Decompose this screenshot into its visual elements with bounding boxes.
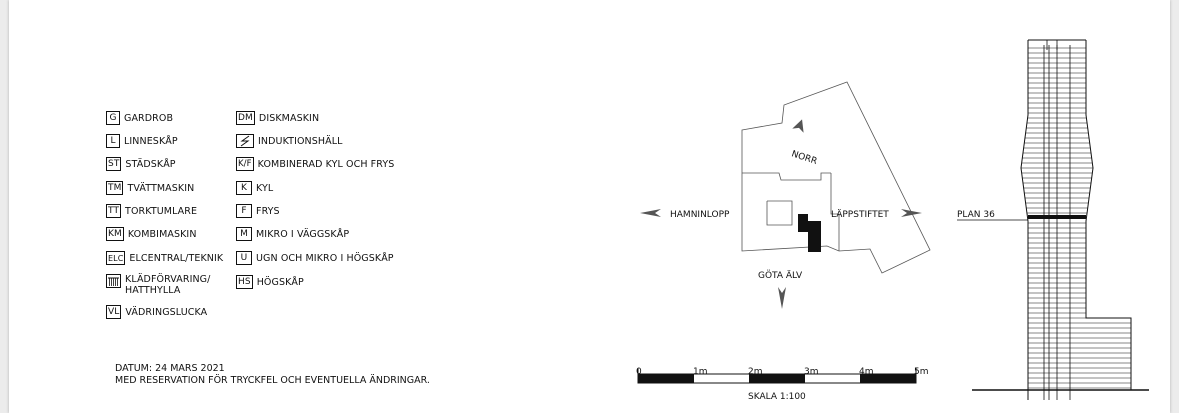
legend-item-diskmaskin: DM DISKMASKIN xyxy=(236,110,319,126)
legend-code: VL xyxy=(106,305,122,319)
legend-item-induktionshall: INDUKTIONSHÄLL xyxy=(236,133,343,149)
legend-code: L xyxy=(106,134,120,148)
floor-label: PLAN 36 xyxy=(957,210,995,220)
legend-code: DM xyxy=(236,111,255,125)
legend-code: TM xyxy=(106,181,124,195)
legend-label: KOMBIMASKIN xyxy=(127,228,197,240)
site-outline xyxy=(741,81,931,274)
legend-label: STÄDSKÅP xyxy=(125,158,176,170)
legend-label: KOMBINERAD KYL OCH FRYS xyxy=(257,158,395,170)
legend-label: MIKRO I VÄGGSKÅP xyxy=(256,228,350,240)
legend-code: M xyxy=(236,227,252,241)
legend-code: G xyxy=(106,111,120,125)
legend-label: KLÄDFÖRVARING/ xyxy=(125,274,211,285)
legend-item-linneskap: L LINNESKÅP xyxy=(106,133,178,149)
legend-label: HÖGSKÅP xyxy=(256,276,304,288)
footer-notes: DATUM: 24 MARS 2021 MED RESERVATION FÖR … xyxy=(115,363,430,387)
scale-tick: 0 xyxy=(636,367,642,377)
footer-date: DATUM: 24 MARS 2021 xyxy=(115,363,225,374)
legend-item-hogskap: HS HÖGSKÅP xyxy=(236,274,304,290)
scale-tick: 4m xyxy=(859,367,874,377)
legend-label: TORKTUMLARE xyxy=(125,205,198,217)
north-label: NORR xyxy=(790,149,818,167)
east-label: LÄPPSTIFTET xyxy=(831,209,889,220)
scale-tick: 2m xyxy=(748,367,763,377)
scale-tick: 1m xyxy=(693,367,708,377)
legend-label: UGN OCH MIKRO I HÖGSKÅP xyxy=(256,252,394,264)
scale-tick: 5m xyxy=(914,367,929,377)
legend-code: F xyxy=(236,204,252,218)
legend-item-gardrob: G GARDROB xyxy=(106,110,173,126)
hatrack-icon xyxy=(106,274,121,288)
legend-code: ELC xyxy=(106,251,126,265)
site-inner-lines-2 xyxy=(830,173,840,251)
legend-item-torktumlare: TT TORKTUMLARE xyxy=(106,203,197,219)
west-label: HAMNINLOPP xyxy=(670,210,730,220)
legend-code: ST xyxy=(106,157,122,171)
legend-code: TT xyxy=(106,204,122,218)
legend-label: INDUKTIONSHÄLL xyxy=(258,135,343,147)
east-arrow-icon xyxy=(901,209,922,217)
legend-code: U xyxy=(236,251,252,265)
legend-item-vadringslucka: VL VÄDRINGSLUCKA xyxy=(106,304,207,320)
plan-sheet: G GARDROB L LINNESKÅP ST STÄDSKÅP TM TVÄ… xyxy=(9,0,1170,413)
legend-item-stadskap: ST STÄDSKÅP xyxy=(106,156,176,172)
legend-item-kyl: K KYL xyxy=(236,180,273,196)
scale-tick: 3m xyxy=(804,367,819,377)
legend-item-ugn-mikro: U UGN OCH MIKRO I HÖGSKÅP xyxy=(236,250,394,266)
legend-label: ELCENTRAL/TEKNIK xyxy=(129,252,224,264)
legend-item-frys: F FRYS xyxy=(236,203,280,219)
south-label: GÖTA ÄLV xyxy=(758,270,803,281)
legend-code: K/F xyxy=(236,157,254,171)
legend-item-tvattmaskin: TM TVÄTTMASKIN xyxy=(106,180,194,196)
scale-bar: 0 1m 2m 3m 4m 5m SKALA 1:100 xyxy=(636,367,929,402)
site-inner-lines xyxy=(742,172,831,181)
site-plan: NORR HAMNINLOPP LÄPPSTIFTET GÖTA ÄLV 0 1… xyxy=(636,39,1149,402)
legend-label: FRYS xyxy=(256,205,280,217)
legend-label: GARDROB xyxy=(124,112,174,124)
site-courtyard xyxy=(766,200,793,226)
legend-label: KYL xyxy=(256,182,274,194)
legend-item-elcentral: ELC ELCENTRAL/TEKNIK xyxy=(106,250,223,266)
legend-code: HS xyxy=(236,275,253,289)
legend-label: TVÄTTMASKIN xyxy=(127,182,195,194)
footer-disclaimer: MED RESERVATION FÖR TRYCKFEL OCH EVENTUE… xyxy=(115,375,430,386)
south-arrow-icon xyxy=(778,287,786,309)
legend-label: LINNESKÅP xyxy=(124,135,178,147)
legend-label: DISKMASKIN xyxy=(258,112,320,124)
apartment-highlight xyxy=(798,214,821,252)
tower-elevation xyxy=(957,39,1149,400)
legend-item-kombimaskin: KM KOMBIMASKIN xyxy=(106,226,197,242)
legend-item-kyl-frys: K/F KOMBINERAD KYL OCH FRYS xyxy=(236,156,394,172)
legend-code: KM xyxy=(106,227,124,241)
west-arrow-icon xyxy=(640,209,661,217)
induction-icon xyxy=(236,134,254,148)
legend-item-kladforvaring: KLÄDFÖRVARING/ HATTHYLLA xyxy=(106,274,210,300)
north-arrow-icon xyxy=(792,119,804,133)
scale-label: SKALA 1:100 xyxy=(748,392,806,402)
legend-code: K xyxy=(236,181,252,195)
legend-label-line2: HATTHYLLA xyxy=(125,285,181,296)
legend-item-mikro: M MIKRO I VÄGGSKÅP xyxy=(236,226,349,242)
legend-label: VÄDRINGSLUCKA xyxy=(125,306,208,318)
